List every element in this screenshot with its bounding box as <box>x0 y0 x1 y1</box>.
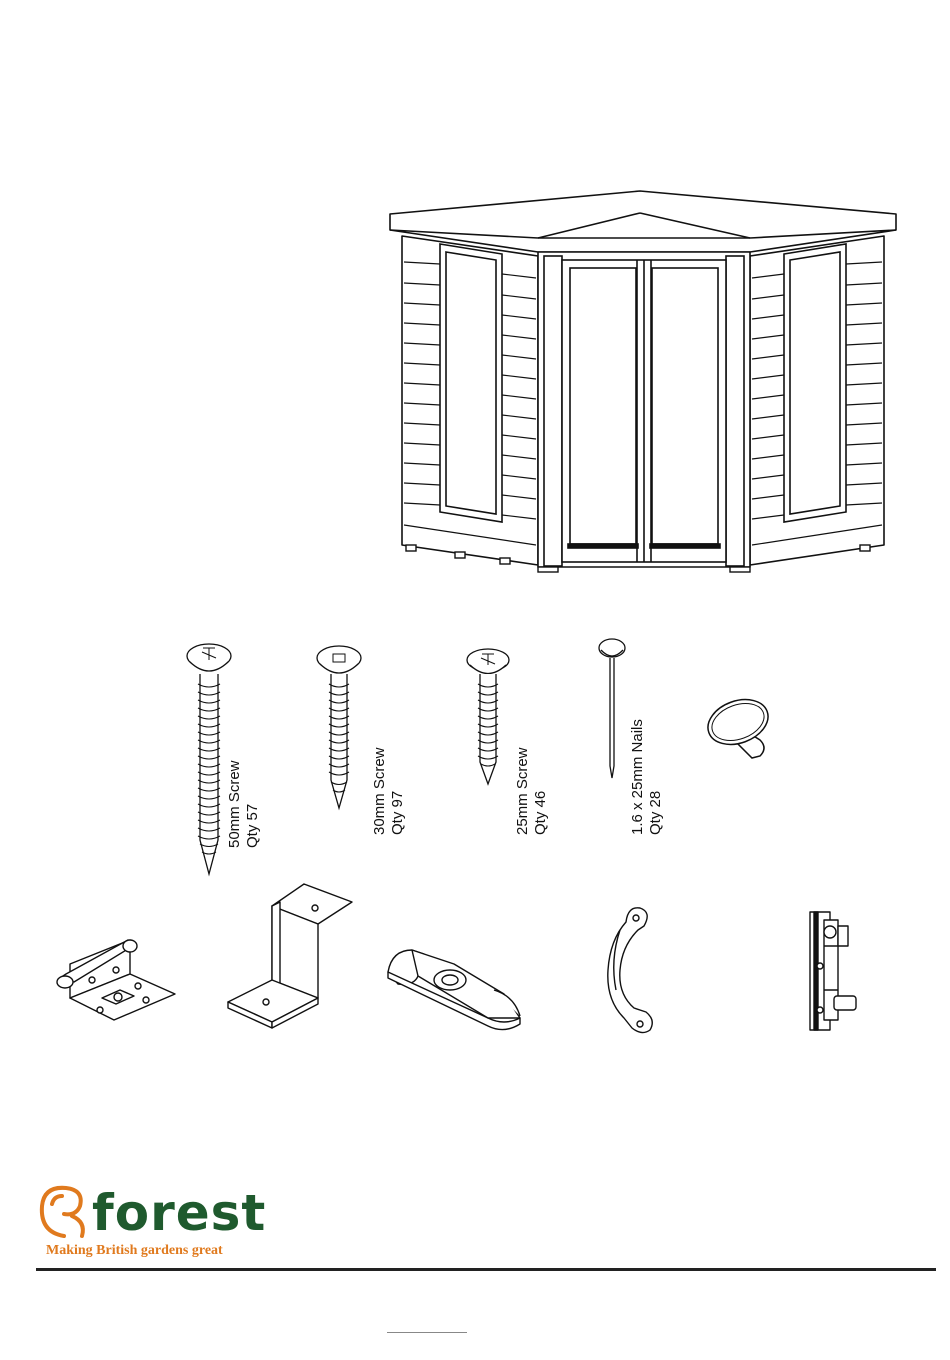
fixing-qty: Qty 46 <box>532 747 550 835</box>
squirrel-logo-icon <box>36 1182 96 1242</box>
screw-50mm-label: 50mm Screw Qty 57 <box>226 760 262 848</box>
nail-label: 1.6 x 25mm Nails Qty 28 <box>629 719 665 835</box>
footer-divider <box>36 1268 936 1271</box>
fixing-qty: Qty 57 <box>244 760 262 848</box>
turnbutton-icon <box>384 938 534 1038</box>
fixing-qty: Qty 28 <box>647 719 665 835</box>
summerhouse-illustration <box>0 0 950 600</box>
fixing-name: 30mm Screw <box>371 747 389 835</box>
z-bracket-icon <box>222 880 362 1030</box>
handle-icon <box>598 900 668 1040</box>
nail-icon <box>592 636 632 786</box>
brand-tagline: Making British gardens great <box>46 1243 223 1259</box>
fixing-qty: Qty 97 <box>389 747 407 835</box>
screw-25mm-label: 25mm Screw Qty 46 <box>514 747 550 835</box>
brand-logo-text: forest <box>92 1183 266 1243</box>
screw-25mm-icon <box>463 644 513 794</box>
hinge-icon <box>50 934 180 1034</box>
fixing-name: 50mm Screw <box>226 760 244 848</box>
screw-30mm-icon <box>310 644 370 814</box>
fixing-name: 1.6 x 25mm Nails <box>629 719 647 835</box>
page-number-rule <box>387 1332 467 1333</box>
screw-30mm-label: 30mm Screw Qty 97 <box>371 747 407 835</box>
bolt-icon <box>804 906 864 1036</box>
knob-icon <box>702 694 782 764</box>
fixing-name: 25mm Screw <box>514 747 532 835</box>
